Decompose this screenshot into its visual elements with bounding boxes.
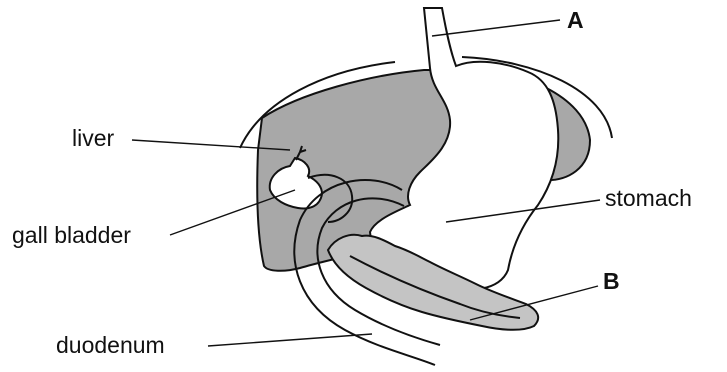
leader-line-duodenum [208,334,372,346]
label-liver: liver [72,125,115,151]
label-stomach: stomach [605,185,692,211]
label-B: B [603,268,620,294]
leader-line-A [432,20,560,36]
label-gall-bladder: gall bladder [12,222,131,248]
label-A: A [567,7,584,33]
label-duodenum: duodenum [56,332,165,358]
